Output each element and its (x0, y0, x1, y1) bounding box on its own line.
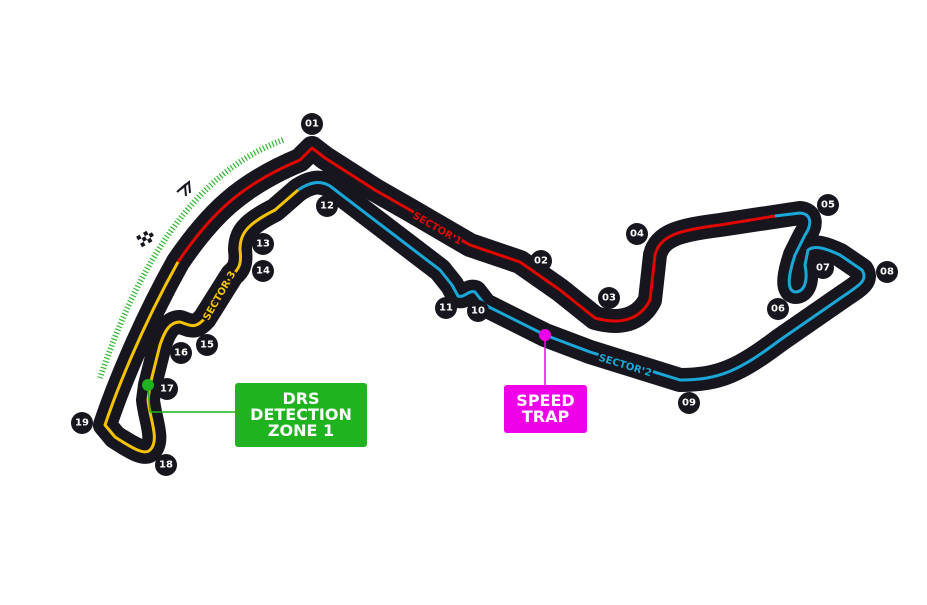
sector-3-line (103, 188, 299, 454)
turn-marker-circle (252, 233, 274, 255)
turn-number: 08 (880, 267, 894, 278)
turn-number: 16 (174, 348, 188, 359)
turn-marker-14: 14 (252, 260, 274, 282)
checkered-flag-icon (136, 230, 154, 248)
drs-detection-zone-label: DRS DETECTION ZONE 1 (235, 383, 367, 447)
turn-marker-16: 16 (170, 342, 192, 364)
turn-number: 10 (471, 306, 485, 317)
speed-trap-point (539, 329, 551, 341)
turn-marker-circle (817, 194, 839, 216)
turn-marker-05: 05 (817, 194, 839, 216)
turn-marker-circle (435, 297, 457, 319)
turn-number: 01 (305, 119, 319, 130)
turn-marker-01: 01 (301, 113, 323, 135)
turn-number: 14 (256, 266, 270, 277)
turn-number: 13 (256, 239, 270, 250)
turn-number: 12 (320, 201, 334, 212)
turn-marker-10: 10 (467, 300, 489, 322)
turn-marker-09: 09 (678, 392, 700, 414)
drs-line-1: DRS (282, 389, 320, 408)
turn-marker-circle (598, 287, 620, 309)
turn-number: 06 (771, 304, 785, 315)
sector-2-line (297, 181, 866, 382)
turn-number: 19 (75, 418, 89, 429)
turn-marker-circle (626, 223, 648, 245)
turn-marker-circle (155, 454, 177, 476)
sector-1-line (176, 146, 776, 323)
turn-marker-circle (467, 300, 489, 322)
speed-trap-label: SPEED TRAP (504, 385, 587, 433)
turn-marker-15: 15 (196, 334, 218, 356)
turn-marker-circle (71, 412, 93, 434)
turn-marker-circle (876, 261, 898, 283)
turn-marker-circle (252, 260, 274, 282)
turn-marker-circle (812, 257, 834, 279)
turn-number: 04 (630, 229, 644, 240)
drs-detection-point (142, 379, 154, 391)
turn-number: 11 (439, 303, 453, 314)
drs-line-3: ZONE 1 (267, 421, 335, 440)
turn-marker-03: 03 (598, 287, 620, 309)
drs-line-2: DETECTION (250, 405, 352, 424)
speed-trap-line-2: TRAP (521, 407, 570, 426)
turn-marker-04: 04 (626, 223, 648, 245)
turn-number: 18 (159, 460, 173, 471)
turn-number: 07 (816, 263, 830, 274)
turn-marker-13: 13 (252, 233, 274, 255)
turn-number: 15 (200, 340, 214, 351)
direction-chevrons-icon (176, 179, 191, 197)
turn-marker-circle (316, 195, 338, 217)
turn-number: 17 (160, 384, 174, 395)
turn-marker-circle (678, 392, 700, 414)
speed-trap-line-1: SPEED (516, 391, 575, 410)
turn-marker-02: 02 (530, 250, 552, 272)
turn-marker-17: 17 (156, 378, 178, 400)
turn-marker-circle (196, 334, 218, 356)
turn-marker-11: 11 (435, 297, 457, 319)
turn-marker-circle (767, 298, 789, 320)
turn-marker-08: 08 (876, 261, 898, 283)
turn-marker-circle (301, 113, 323, 135)
turn-marker-12: 12 (316, 195, 338, 217)
turn-marker-circle (170, 342, 192, 364)
turn-number: 03 (602, 293, 616, 304)
turn-marker-circle (530, 250, 552, 272)
turn-number: 05 (821, 200, 835, 211)
turn-number: 02 (534, 256, 548, 267)
turn-marker-06: 06 (767, 298, 789, 320)
turn-marker-18: 18 (155, 454, 177, 476)
turn-marker-circle (156, 378, 178, 400)
turn-number: 09 (682, 398, 696, 409)
turn-marker-07: 07 (812, 257, 834, 279)
turn-marker-19: 19 (71, 412, 93, 434)
